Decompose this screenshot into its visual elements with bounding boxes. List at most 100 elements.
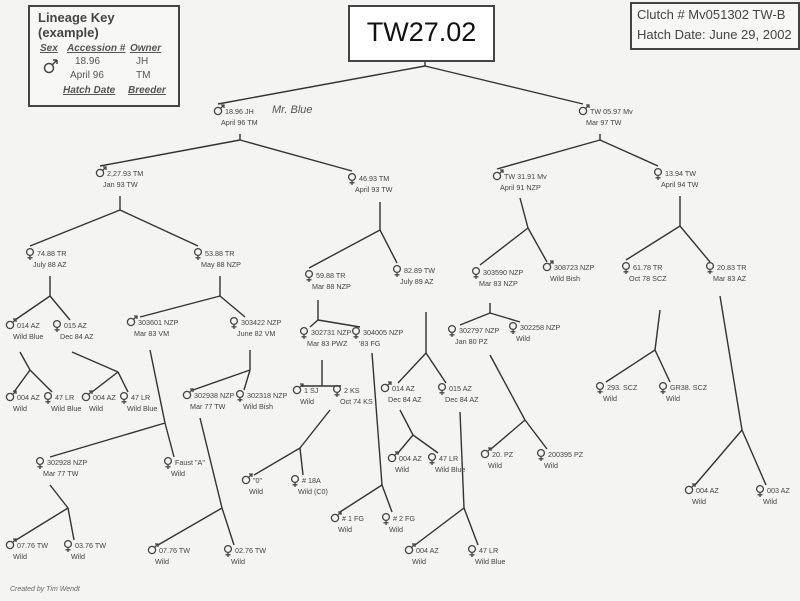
male-symbol-icon [387,451,399,463]
connector-line [519,197,529,229]
female-symbol-icon [467,544,477,557]
hatch-date: Hatch Date: June 29, 2002 [637,27,792,42]
node-hatch-breeder: Wild [89,404,103,413]
node-accession: 303422 NZP [241,318,282,327]
node-accession: 2 KS [344,386,360,395]
key-accession-value: 18.96 [75,56,101,67]
connector-line [625,225,681,261]
connector-line [490,419,526,450]
female-symbol-icon [347,172,357,185]
node-accession: 13.94 TW [665,169,696,178]
node-hatch-breeder: Wild [338,525,352,534]
key-hatch-header: Hatch Date [63,85,116,96]
node-accession: 59.88 TR [316,271,345,280]
connector-line [425,352,447,384]
connector-line [71,351,119,373]
node-hatch-breeder: Wild [544,461,558,470]
node-accession: # 2 FG [393,514,415,523]
node-hatch-breeder: Mar 77 TW [43,469,79,478]
node-accession: 004 AZ [696,486,719,495]
node-accession: 02.76 TW [235,546,266,555]
key-breeder-value: TM [136,70,151,81]
node-accession: 47 LR [55,393,74,402]
node-accession: 2,27.93 TM [107,169,143,178]
node-accession: 47 LR [439,454,458,463]
connector-line [371,352,383,486]
node-hatch-breeder: Dec 84 AZ [388,395,422,404]
connector-line [489,354,526,421]
female-symbol-icon [163,456,173,469]
connector-line [217,65,426,105]
female-symbol-icon [427,452,437,465]
connector-line [49,295,71,321]
female-symbol-icon [437,382,447,395]
connector-line [15,507,69,541]
key-hatch-value: April 96 [70,70,104,81]
connector-line [654,349,671,383]
female-symbol-icon [119,391,129,404]
node-hatch-breeder: Wild Blue [475,557,505,566]
pedigree-node-n37: "0"Wild [241,473,263,496]
node-hatch-breeder: Wild Blue [435,465,465,474]
female-symbol-icon [63,539,73,552]
node-hatch-breeder: Mar 88 NZP [312,282,351,291]
node-accession: 18.96 JH [225,107,254,116]
female-symbol-icon [351,326,361,339]
connector-line [13,369,31,393]
connector-line [157,507,223,546]
node-hatch-breeder: Wild [13,552,27,561]
node-accession: # 1 FG [342,514,364,523]
node-hatch-breeder: Wild [516,334,530,343]
female-symbol-icon [653,167,663,180]
female-symbol-icon [595,381,605,394]
male-symbol-icon [182,388,194,400]
connector-line [29,369,53,393]
node-accession: 004 AZ [17,393,40,402]
node-accession: 53.88 TR [205,249,234,258]
male-symbol-icon [480,447,492,459]
node-hatch-breeder: July 89 AZ [400,277,434,286]
node-hatch-breeder: Wild [249,487,263,496]
node-hatch-breeder: Wild [171,469,185,478]
node-hatch-breeder: Mar 77 TW [190,402,226,411]
lineage-key-box: Lineage Key (example) Sex Accession # Ow… [28,5,180,107]
connector-line [149,349,166,424]
connector-line [308,229,381,269]
node-accession: 1 SJ [304,386,319,395]
node-accession: 302258 NZP [520,323,561,332]
credit-text: Created by Tim Wendt [10,586,80,593]
key-sex-header: Sex [40,43,58,54]
connector-line [91,371,119,393]
female-symbol-icon [658,381,668,394]
node-hatch-breeder: Oct 74 KS [340,397,373,406]
node-hatch-breeder: Jan 93 TW [103,180,138,189]
connector-line [412,434,439,454]
female-symbol-icon [25,247,35,260]
node-hatch-breeder: Mar 83 NZP [479,279,518,288]
connector-line [379,229,398,264]
node-accession: 302318 NZP [247,391,288,400]
connector-line [221,507,235,546]
connector-line [381,484,393,513]
male-symbol-icon [43,59,58,74]
node-accession: 015 AZ [449,384,472,393]
connector-line [459,312,491,326]
connector-line [654,309,661,351]
node-hatch-breeder: Wild [155,557,169,566]
connector-line [19,351,31,371]
female-symbol-icon [508,321,518,334]
key-accession-header: Accession # [67,43,126,54]
